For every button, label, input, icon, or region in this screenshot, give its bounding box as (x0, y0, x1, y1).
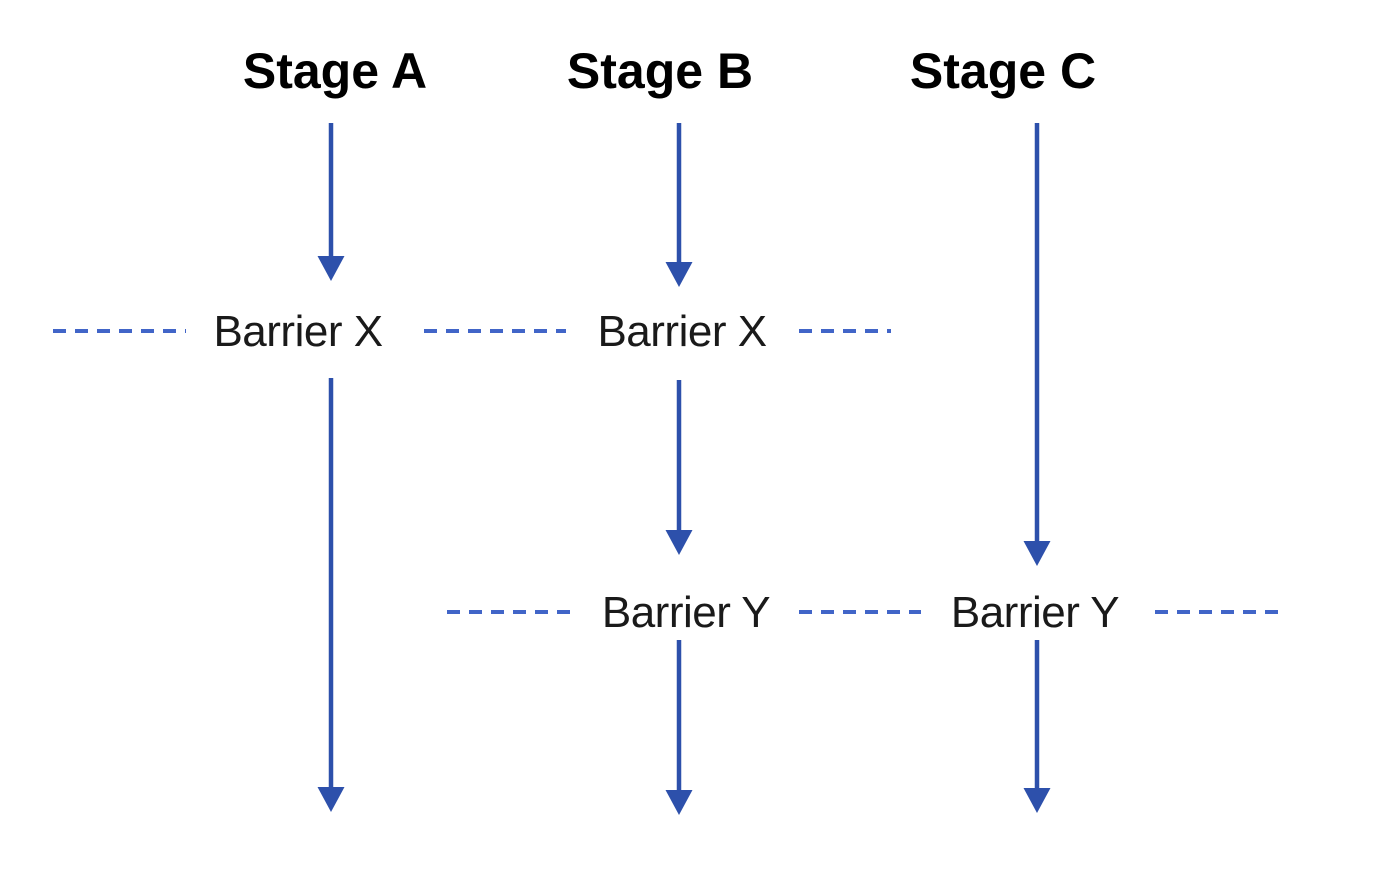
arrowhead-down-icon (317, 256, 345, 281)
stage-headers: Stage A Stage B Stage C (243, 43, 1096, 99)
stage-a-title: Stage A (243, 43, 427, 99)
arrowhead-down-icon (1023, 541, 1051, 566)
arrowhead-down-icon (665, 790, 693, 815)
barrier-y-row: Barrier Y Barrier Y (447, 588, 1281, 637)
arrowhead-down-icon (1023, 788, 1051, 813)
stage-c-title: Stage C (910, 43, 1096, 99)
barrier-y-label-stage-b: Barrier Y (602, 588, 770, 637)
arrowhead-down-icon (665, 530, 693, 555)
arrowhead-down-icon (317, 787, 345, 812)
stage-c-flow (1023, 123, 1051, 813)
barrier-x-row: Barrier X Barrier X (53, 307, 891, 356)
barrier-y-label-stage-c: Barrier Y (951, 588, 1119, 637)
stage-b-title: Stage B (567, 43, 753, 99)
barrier-x-label-stage-b: Barrier X (597, 307, 766, 356)
barrier-x-label-stage-a: Barrier X (213, 307, 382, 356)
arrowhead-down-icon (665, 262, 693, 287)
stage-b-flow (665, 123, 693, 815)
stage-a-flow (317, 123, 345, 812)
